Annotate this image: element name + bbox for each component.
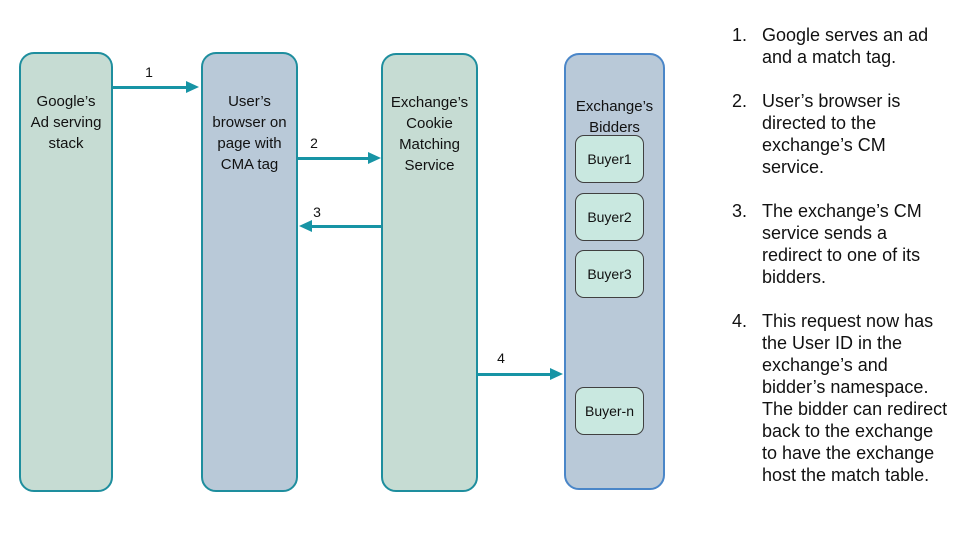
node-google-ad-serving-stack-label: Google’s Ad serving stack (30, 93, 102, 152)
node-exchange-cm-service-label: Exchange’s Cookie Matching Service (390, 94, 469, 174)
arrow-2-shaft (298, 156, 370, 160)
arrow-3-label: 3 (313, 204, 321, 220)
node-exchange-cm-service: Exchange’s Cookie Matching Service (381, 53, 478, 492)
step-list: 1. Google serves an ad and a match tag. … (732, 24, 958, 508)
step-1-text: Google serves an ad and a match tag. (762, 25, 929, 67)
step-item-2: 2. User’s browser is directed to the exc… (732, 90, 958, 178)
arrow-4-head-icon (550, 368, 563, 380)
node-buyer-n: Buyer-n (575, 387, 644, 435)
node-buyer3: Buyer3 (575, 250, 644, 298)
arrow-1-label: 1 (145, 64, 153, 80)
arrow-1-google-to-browser (113, 81, 199, 93)
arrow-1-head-icon (186, 81, 199, 93)
arrow-4-label: 4 (497, 350, 505, 366)
step-item-4: 4. This request now has the User ID in t… (732, 310, 958, 486)
arrow-3-head-icon (299, 220, 312, 232)
step-1-number: 1. (732, 25, 748, 45)
step-item-3: 3. The exchange’s CM service sends a red… (732, 200, 958, 288)
arrow-3-cm-to-browser (299, 220, 381, 232)
arrow-4-shaft (476, 372, 552, 376)
node-buyer-n-label: Buyer-n (584, 403, 635, 419)
step-item-1: 1. Google serves an ad and a match tag. (732, 24, 958, 68)
node-buyer2: Buyer2 (575, 193, 644, 241)
step-2-number: 2. (732, 91, 748, 111)
arrow-3-shaft (310, 224, 381, 228)
node-user-browser-label: User’s browser on page with CMA tag (212, 93, 287, 173)
step-3-number: 3. (732, 201, 748, 221)
node-user-browser: User’s browser on page with CMA tag (201, 52, 298, 492)
node-buyer1: Buyer1 (575, 135, 644, 183)
arrow-2-head-icon (368, 152, 381, 164)
arrow-4-cm-to-bidders (476, 368, 563, 380)
arrow-2-label: 2 (310, 135, 318, 151)
node-google-ad-serving-stack: Google’s Ad serving stack (19, 52, 113, 492)
step-4-text: This request now has the User ID in the … (762, 311, 948, 485)
step-3-text: The exchange’s CM service sends a redire… (762, 201, 922, 287)
node-buyer2-label: Buyer2 (587, 209, 632, 225)
step-4-number: 4. (732, 311, 748, 331)
arrow-1-shaft (113, 85, 188, 89)
arrow-2-browser-to-cm (298, 152, 381, 164)
node-buyer1-label: Buyer1 (587, 151, 632, 167)
node-exchange-bidders-title: Exchange’s Bidders (575, 98, 654, 136)
node-buyer3-label: Buyer3 (587, 266, 632, 282)
step-2-text: User’s browser is directed to the exchan… (762, 91, 901, 177)
